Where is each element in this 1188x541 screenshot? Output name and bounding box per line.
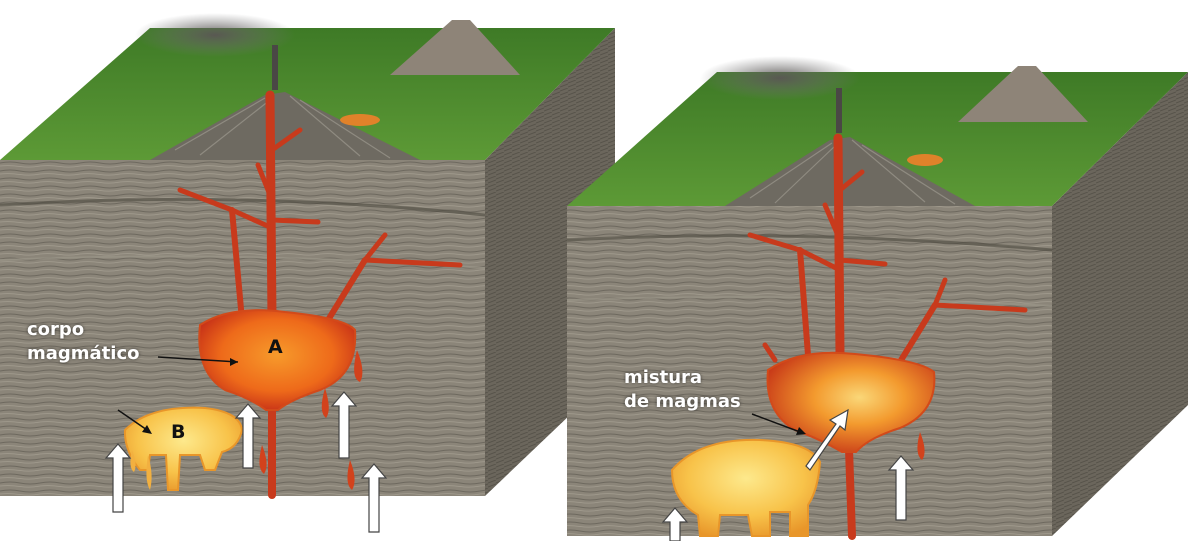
- magma-chamber-a: [198, 309, 357, 411]
- right-smoke-plume: [700, 56, 860, 100]
- magma-chamber-b: [123, 406, 244, 491]
- left-smoke-plume: [135, 13, 295, 57]
- corpo-label-line2: magmático: [27, 343, 140, 364]
- left-volcano-cone: [150, 92, 420, 160]
- up-arrow-icon: [234, 403, 262, 469]
- mistura-label-line1: mistura: [624, 367, 703, 388]
- left-distant-volcano: [390, 20, 520, 75]
- chamber-a-letter: A: [268, 336, 283, 358]
- left-lava-flow: [340, 114, 380, 126]
- right-magma-conduits: [747, 133, 1028, 540]
- up-arrow-icon: [360, 463, 388, 533]
- left-rising-arrows: [104, 391, 388, 533]
- right-rising-arrows: [661, 408, 915, 541]
- mistura-label-line2: de magmas: [624, 391, 741, 412]
- pointer-arrow-corpo: [157, 356, 239, 363]
- up-arrow-icon: [330, 391, 358, 459]
- right-magma-droplets: [917, 432, 925, 460]
- diagonal-arrow-icon: [805, 408, 849, 471]
- left-block: [0, 13, 615, 533]
- right-distant-volcano: [958, 66, 1088, 122]
- left-magma-droplets: [130, 350, 363, 490]
- corpo-label-line1: corpo: [27, 319, 85, 340]
- right-volcano-cone: [725, 137, 975, 206]
- up-arrow-icon: [887, 455, 915, 521]
- chamber-b-letter: B: [171, 421, 186, 443]
- pointer-arrow-mistura: [751, 413, 801, 433]
- right-block: [566, 56, 1188, 541]
- rising-magma-body: [670, 438, 822, 537]
- up-arrow-icon: [104, 443, 132, 513]
- right-lava-flow: [907, 154, 943, 166]
- right-block-side-face: [1052, 72, 1188, 536]
- up-arrow-icon: [661, 507, 689, 541]
